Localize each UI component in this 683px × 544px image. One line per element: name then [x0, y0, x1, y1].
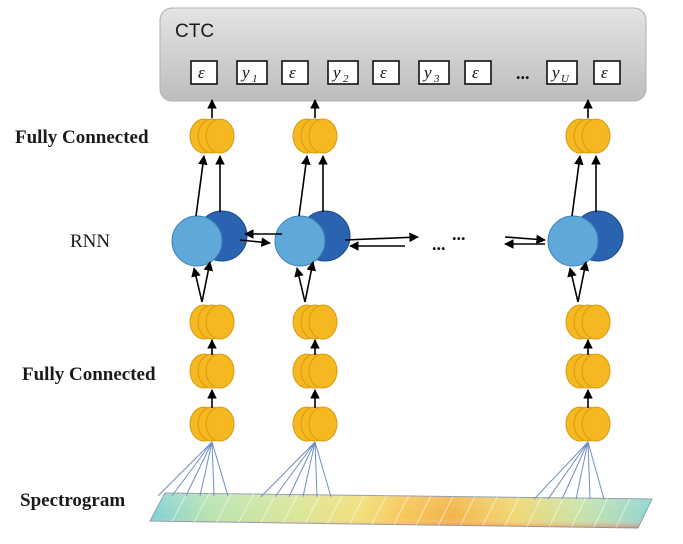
ctc-token-label: ε [472, 63, 479, 82]
ctc-ellipsis: ... [516, 63, 530, 83]
ctc-token-label: ε [601, 63, 608, 82]
ctc-token-subscript: 1 [252, 73, 258, 85]
network-columns [157, 99, 624, 500]
fc-bottom-neurons-lower [565, 406, 611, 442]
ctc-token-label: ε [198, 63, 205, 82]
connection-arrow [567, 267, 579, 303]
ctc-token-box: ε [464, 60, 492, 85]
fc-bottom-neurons-middle [565, 353, 611, 389]
fc-bottom-neurons-upper [292, 304, 338, 340]
connection-arrow [195, 155, 208, 217]
connection-arrow [239, 237, 271, 247]
ctc-token-label: ε [380, 63, 387, 82]
rnn-recurrent-arrows [239, 229, 546, 251]
ctc-token-label: ε [289, 63, 296, 82]
label-fully-connected-bottom: Fully Connected [22, 364, 156, 385]
ctc-token-box: ε [190, 60, 218, 85]
connection-arrow [294, 267, 306, 303]
ctc-token-label: y [240, 63, 250, 82]
network-column [260, 99, 351, 498]
fc-bottom-neurons-upper [189, 304, 235, 340]
fc-bottom-neurons-middle [189, 353, 235, 389]
label-fully-connected-top: Fully Connected [15, 127, 149, 148]
connection-arrow [571, 155, 584, 217]
fc-bottom-neurons-lower [189, 406, 235, 442]
ctc-token-box: ε [593, 60, 621, 85]
rnn-cell [547, 210, 624, 267]
network-column [533, 99, 624, 500]
ctc-token-box: ε [372, 60, 400, 85]
network-column [157, 99, 248, 497]
spectrogram-strip [149, 492, 653, 529]
fc-top-neurons [292, 118, 338, 154]
connection-arrow [504, 234, 546, 245]
ctc-title: CTC [175, 21, 214, 42]
rnn-ellipsis: ... [432, 234, 446, 254]
connection-arrow [191, 267, 203, 303]
ctc-token-label: y [331, 63, 341, 82]
connection-arrow [298, 155, 311, 217]
label-spectrogram: Spectrogram [20, 490, 125, 511]
ctc-token-subscript: 3 [433, 73, 440, 85]
fc-bottom-neurons-middle [292, 353, 338, 389]
fc-top-neurons [189, 118, 235, 154]
fc-bottom-neurons-lower [292, 406, 338, 442]
rnn-ellipsis-upper: ... [452, 224, 466, 244]
ctc-token-label: y [550, 63, 560, 82]
connection-arrow [577, 261, 590, 303]
fc-bottom-neurons-upper [565, 304, 611, 340]
connection-arrow [304, 261, 317, 303]
ctc-token-box: ε [281, 60, 309, 85]
rnn-cell [171, 210, 248, 267]
ctc-token-label: y [422, 63, 432, 82]
fc-top-neurons [565, 118, 611, 154]
connection-arrow [344, 232, 419, 243]
spectrogram-connections [533, 441, 605, 500]
rnn-cell [274, 210, 351, 267]
spectrogram-connections [260, 441, 332, 498]
ctc-token-subscript: 2 [343, 73, 349, 85]
connection-arrow [201, 261, 214, 303]
spectrogram-connections [157, 441, 229, 497]
label-rnn: RNN [70, 231, 110, 252]
ctc-token-subscript: U [561, 73, 570, 85]
